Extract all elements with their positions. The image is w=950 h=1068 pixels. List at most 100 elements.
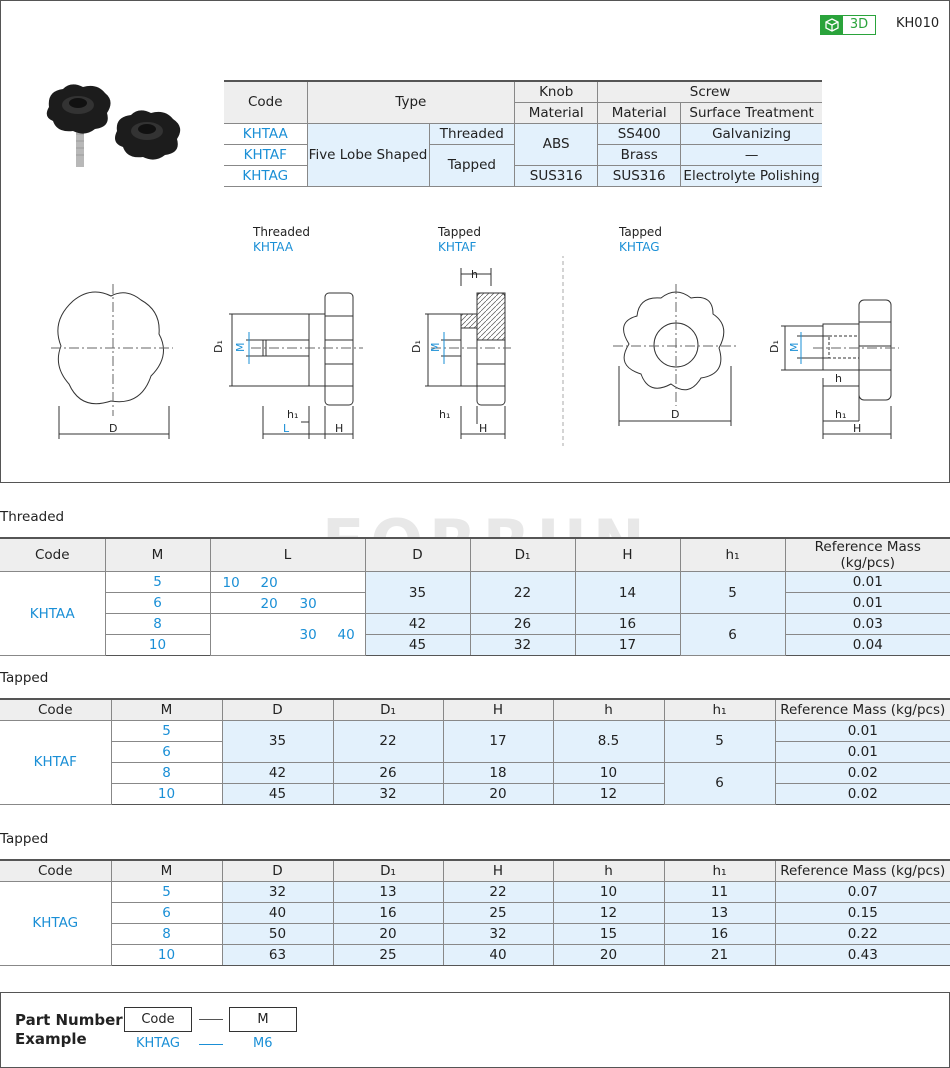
m-value[interactable]: 8 (111, 923, 223, 945)
mass-value: 0.01 (775, 741, 950, 763)
d-value: 35 (222, 720, 334, 763)
h1-value: 5 (680, 571, 786, 614)
m-value[interactable]: 5 (111, 881, 223, 903)
col-header: D₁ (333, 698, 444, 721)
d-value: 63 (222, 944, 334, 966)
m-value[interactable]: 8 (105, 613, 211, 635)
col-screw: Screw (597, 80, 822, 103)
surface-treatment: — (680, 144, 822, 166)
screw-material: SS400 (597, 123, 682, 145)
mass-value: 0.22 (775, 923, 950, 945)
mass-value: 0.04 (785, 634, 950, 656)
code-link[interactable]: KHTAF (224, 144, 308, 166)
code-link[interactable]: KHTAF (0, 720, 112, 805)
col-surface: Surface Treatment (680, 102, 822, 124)
table-row: 6 40 16 25 12 13 0.15 (0, 902, 950, 924)
col-header: h (553, 859, 665, 882)
drawing-code: KHTAF (438, 240, 477, 254)
code-box: Code (124, 1007, 192, 1032)
h1-value: 6 (664, 762, 776, 805)
m-value[interactable]: 8 (111, 762, 223, 784)
h-value: 16 (575, 613, 681, 635)
separator-dash (199, 1044, 223, 1045)
h-value: 17 (443, 720, 554, 763)
col-header: H (443, 698, 554, 721)
col-header: D (222, 859, 334, 882)
mass-value: 0.43 (775, 944, 950, 966)
part-number-title: Part Number Example (15, 1011, 123, 1048)
col-header: D₁ (470, 537, 576, 572)
3d-view-button[interactable]: 3D (820, 15, 876, 35)
product-code: KH010 (896, 16, 940, 31)
col-header: M (105, 537, 211, 572)
m-value[interactable]: 6 (111, 902, 223, 924)
dim-D1: D₁ (410, 340, 423, 353)
m-value[interactable]: 6 (111, 741, 223, 763)
d-value: 45 (222, 783, 334, 805)
code-link[interactable]: KHTAA (0, 571, 106, 656)
mass-value: 0.01 (785, 571, 950, 593)
d1-value: 22 (333, 720, 444, 763)
d-value: 42 (222, 762, 334, 784)
h-small-value: 12 (553, 783, 665, 805)
m-value[interactable]: 10 (105, 634, 211, 656)
h1-value: 21 (664, 944, 776, 966)
col-header: h₁ (664, 698, 776, 721)
3d-label: 3D (849, 17, 869, 32)
knob-material: ABS (514, 123, 599, 166)
dim-H: H (479, 422, 487, 435)
h1-value: 11 (664, 881, 776, 903)
dim-H: H (335, 422, 343, 435)
technical-drawings: D D₁ M h₁ L H h D₁ M h₁ H D D₁ M h h₁ H (51, 256, 899, 446)
dim-D: D (671, 408, 679, 421)
separator-dash (199, 1019, 223, 1020)
col-type: Type (307, 80, 516, 124)
d-value: 35 (365, 571, 471, 614)
tapped-khtaf-dimension-table: Code M D D₁ H h h₁ Reference Mass (kg/pc… (0, 698, 950, 805)
drawing-label: Tapped (438, 225, 481, 239)
col-header: M (111, 698, 223, 721)
code-link[interactable]: KHTAA (224, 123, 308, 145)
dim-h1: h₁ (287, 408, 298, 421)
m-value[interactable]: 5 (111, 720, 223, 742)
h-value: 40 (443, 944, 554, 966)
table-row: KHTAG 5 32 13 22 10 11 0.07 (0, 881, 950, 966)
cube-icon (821, 16, 843, 34)
d1-value: 13 (333, 881, 444, 903)
m-value[interactable]: 6 (105, 592, 211, 614)
drawing-label: Tapped (619, 225, 662, 239)
d1-value: 32 (333, 783, 444, 805)
product-photo (46, 84, 181, 167)
h-small-value: 20 (553, 944, 665, 966)
col-header: Reference Mass (kg/pcs) (775, 698, 950, 721)
d1-value: 26 (333, 762, 444, 784)
d1-value: 26 (470, 613, 576, 635)
h1-value: 6 (680, 613, 786, 656)
code-link[interactable]: KHTAG (0, 881, 112, 966)
threaded-dimension-table: Code M L D D₁ H h₁ Reference Mass (kg/pc… (0, 537, 950, 656)
col-header: Reference Mass (kg/pcs) (775, 859, 950, 882)
h-value: 32 (443, 923, 554, 945)
surface-treatment: Galvanizing (680, 123, 822, 145)
col-header: h₁ (680, 537, 786, 572)
code-link[interactable]: KHTAG (224, 165, 308, 187)
col-code: Code (224, 80, 308, 124)
m-value[interactable]: 10 (111, 783, 223, 805)
mass-value: 0.02 (775, 762, 950, 784)
col-header: D₁ (333, 859, 444, 882)
drawing-code: KHTAG (619, 240, 660, 254)
mass-value: 0.03 (785, 613, 950, 635)
dim-M: M (234, 343, 247, 353)
drawing-code: KHTAA (253, 240, 294, 254)
h-small-value: 12 (553, 902, 665, 924)
drawing-label: Threaded (253, 225, 310, 239)
m-value[interactable]: 5 (105, 571, 211, 593)
d1-value: 32 (470, 634, 576, 656)
h1-value: 13 (664, 902, 776, 924)
col-header: H (443, 859, 554, 882)
m-value[interactable]: 10 (111, 944, 223, 966)
dim-L: L (283, 422, 290, 435)
mass-value: 0.15 (775, 902, 950, 924)
mass-value: 0.07 (775, 881, 950, 903)
